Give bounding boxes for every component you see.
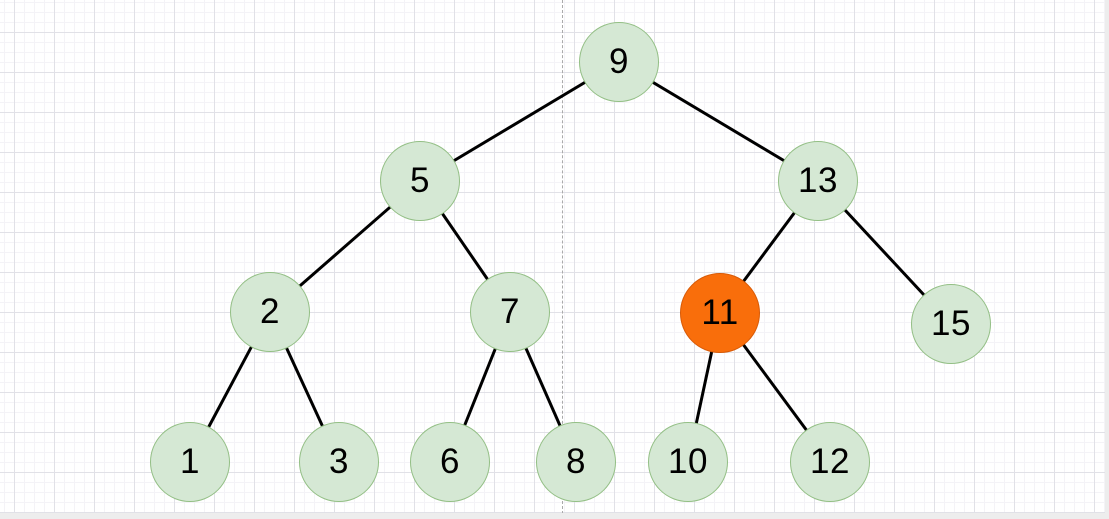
tree-node-11-highlighted[interactable]: 11 (680, 273, 760, 353)
tree-node-10[interactable]: 10 (648, 422, 728, 502)
page-boundary-divider (562, 0, 563, 519)
tree-node-2[interactable]: 2 (230, 272, 310, 352)
tree-node-8[interactable]: 8 (536, 422, 616, 502)
canvas-right-edge (1105, 0, 1109, 519)
tree-node-9[interactable]: 9 (579, 22, 659, 102)
canvas-bottom-edge (0, 513, 1109, 519)
tree-node-15[interactable]: 15 (911, 284, 991, 364)
tree-node-7[interactable]: 7 (470, 272, 550, 352)
tree-node-1[interactable]: 1 (150, 422, 230, 502)
tree-node-3[interactable]: 3 (299, 422, 379, 502)
tree-node-13[interactable]: 13 (778, 141, 858, 221)
tree-node-12[interactable]: 12 (790, 422, 870, 502)
tree-node-6[interactable]: 6 (410, 422, 490, 502)
tree-node-5[interactable]: 5 (380, 141, 460, 221)
